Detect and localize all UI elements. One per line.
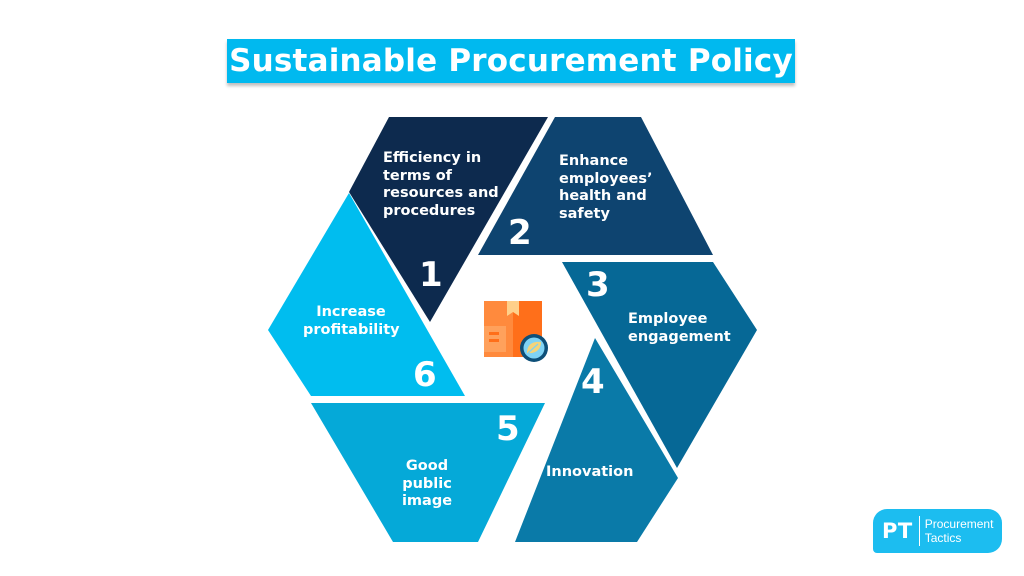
page-title: Sustainable Procurement Policy <box>229 43 793 79</box>
segment-4-label: Innovation <box>546 464 634 480</box>
segment-5-number: 5 <box>496 409 520 449</box>
segment-6-label: Increase profitability <box>303 304 400 338</box>
segment-2-label: Enhance employees’ health and safety <box>559 153 653 222</box>
segment-1-label: Efficiency in terms of resources and pro… <box>383 150 499 219</box>
segment-1-number: 1 <box>419 255 443 295</box>
procurement-tactics-logo: PT Procurement Tactics <box>873 509 1002 553</box>
logo-initials: PT <box>882 519 913 543</box>
segment-5-shape <box>311 403 545 542</box>
logo-divider <box>918 516 920 546</box>
segment-3-number: 3 <box>586 265 610 305</box>
segment-1-shape <box>349 117 548 322</box>
logo-wordmark: Procurement Tactics <box>924 517 994 545</box>
segment-6-number: 6 <box>413 355 437 395</box>
segment-2-number: 2 <box>508 213 532 253</box>
package-leaf-icon <box>484 301 548 362</box>
segment-4-shape <box>515 338 678 542</box>
segment-2-shape <box>478 117 713 255</box>
segment-6-shape <box>268 193 465 396</box>
segment-5-label: Good public image <box>401 458 453 509</box>
segment-3-shape <box>562 262 757 468</box>
segment-4-number: 4 <box>581 362 605 402</box>
title-banner: Sustainable Procurement Policy <box>227 39 795 83</box>
segment-3-label: Employee engagement <box>628 311 731 345</box>
